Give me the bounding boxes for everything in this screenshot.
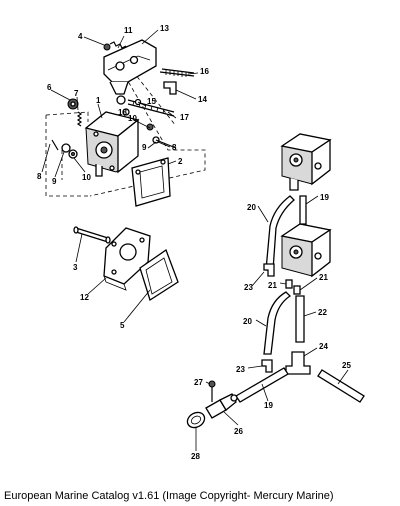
callout-9-right: 9 (142, 143, 147, 152)
callout-7: 7 (74, 89, 79, 98)
check-valve-stack (51, 98, 83, 159)
callout-19-upper: 19 (320, 193, 329, 202)
callout-22: 22 (318, 308, 327, 317)
fuel-connector-26 (199, 393, 238, 421)
callout-23-lower: 23 (236, 365, 245, 374)
callout-26: 26 (234, 427, 243, 436)
callout-28: 28 (191, 452, 200, 461)
callout-13: 13 (160, 24, 169, 33)
elbow-23-lower (261, 359, 273, 373)
hose-25 (317, 369, 365, 403)
callout-12: 12 (80, 293, 89, 302)
callout-6: 6 (47, 83, 52, 92)
diaphragm-gasket-2 (131, 157, 171, 207)
callout-10-top: 10 (128, 114, 137, 123)
o-ring-28 (186, 411, 206, 429)
callout-10-left: 10 (82, 173, 91, 182)
callout-8-right: 8 (172, 143, 177, 152)
screw-27 (208, 380, 216, 402)
gasket-5 (139, 248, 179, 302)
callout-1: 1 (96, 96, 101, 105)
callout-16: 16 (200, 67, 209, 76)
washers-15-18 (122, 98, 142, 116)
callout-20-lower: 20 (243, 317, 252, 326)
image-caption: European Marine Catalog v1.61 (Image Cop… (4, 490, 334, 502)
hose-20-upper (265, 195, 295, 271)
pump-body (84, 111, 140, 177)
hose-20-lower (263, 291, 292, 355)
exploded-parts-diagram: 4 11 13 16 6 7 1 14 15 18 17 10 9 8 2 8 … (37, 24, 365, 461)
callout-5: 5 (120, 321, 125, 330)
elbow-fitting-14 (163, 81, 177, 95)
callout-25: 25 (342, 361, 351, 370)
body-screws-right (146, 123, 177, 149)
callout-15: 15 (147, 97, 156, 106)
callout-9-left: 9 (52, 177, 57, 186)
top-spring-screw (103, 41, 127, 51)
lower-carburetor (280, 223, 332, 278)
callout-14: 14 (198, 95, 207, 104)
callout-19-lower: 19 (264, 401, 273, 410)
pin-3 (73, 226, 111, 244)
callout-24: 24 (319, 342, 328, 351)
upper-carburetor (280, 133, 332, 191)
screw-16 (159, 68, 195, 77)
elbow-23-upper (263, 263, 275, 277)
callout-23-upper: 23 (244, 283, 253, 292)
leader-lines (41, 29, 349, 451)
cover-plate-12 (103, 227, 151, 291)
callout-3: 3 (73, 263, 78, 272)
callout-21-left: 21 (268, 281, 277, 290)
callout-8-left: 8 (37, 172, 42, 181)
callout-27: 27 (194, 378, 203, 387)
pump-bracket (103, 39, 157, 105)
callout-2: 2 (178, 157, 183, 166)
callout-20-upper: 20 (247, 203, 256, 212)
hose-19-upper (299, 195, 307, 225)
tee-fitting-24 (285, 351, 311, 375)
callout-4: 4 (78, 32, 83, 41)
callout-11: 11 (124, 26, 133, 35)
callout-17: 17 (180, 113, 189, 122)
callout-21-right: 21 (319, 273, 328, 282)
fittings-21 (285, 279, 301, 295)
callout-18: 18 (118, 108, 127, 117)
hose-22 (295, 295, 305, 343)
